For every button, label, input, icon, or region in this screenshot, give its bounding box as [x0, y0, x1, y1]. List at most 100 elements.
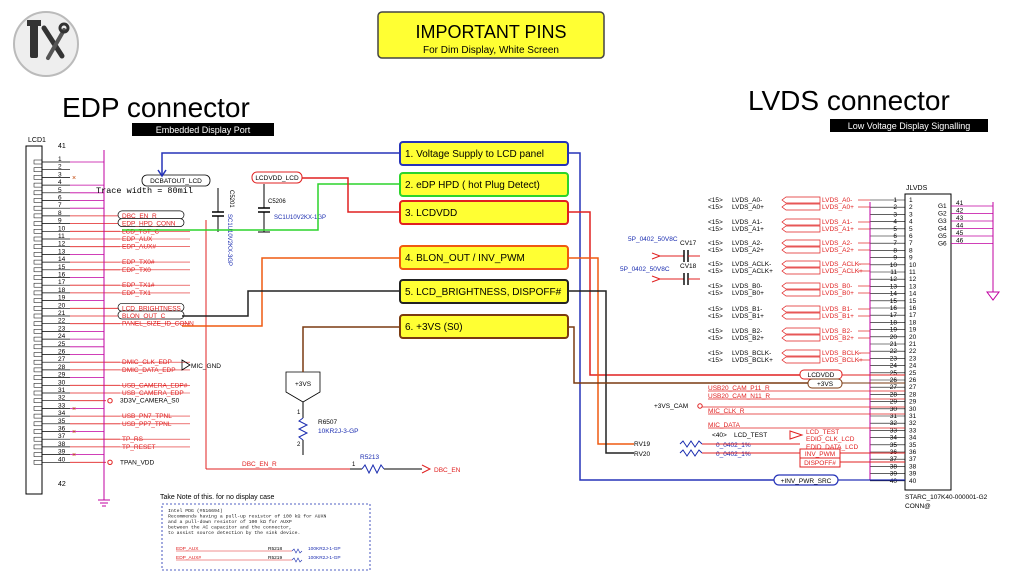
lvds-gpin-number: 41	[956, 200, 964, 207]
callout-label: 3. LCDVDD	[405, 208, 457, 219]
edp-pin-number: 20	[58, 302, 66, 309]
edp-pin-contact	[33, 205, 43, 211]
edp-connector-body	[25, 145, 43, 495]
lvds-pin-number-inner: 27	[909, 384, 917, 391]
lvds-signal-ref: <15>	[708, 357, 723, 364]
lvds-pin-number-inner: 21	[909, 341, 917, 348]
lvds-pin-number-outer: 1	[893, 197, 897, 204]
edp-pin-number: 11	[58, 233, 65, 240]
edp-pin-number: 32	[58, 395, 66, 402]
lvds-signal-ref: <15>	[708, 306, 723, 313]
lvds-ground-symbol	[986, 291, 1000, 301]
lvds-edid-clk: EDID_CLK_LCD	[806, 436, 855, 443]
lvds-3vs-cam: +3VS_CAM	[654, 403, 688, 410]
c5201-ref: C5201	[228, 190, 234, 208]
edp-pin-contact	[33, 190, 43, 196]
lvds-pin-number-outer: 19	[890, 327, 898, 334]
edp-signal-label: TP_RS	[122, 436, 144, 443]
lvds-lcd-test-arrow	[789, 430, 804, 440]
lvds-signal-name: LVDS_ACLK-	[732, 261, 771, 268]
lvds-signal-tag: LVDS_ACLK+	[822, 268, 863, 275]
cv18-capacitor	[651, 273, 700, 285]
lvds-pin-number-outer: 32	[890, 420, 898, 427]
callout-label: 5. LCD_BRIGHTNESS, DISPOFF#	[405, 287, 562, 298]
edp-pin-number: 24	[58, 333, 66, 340]
lvds-pin-number-inner: 38	[909, 463, 917, 470]
lvds-signal-tag: LVDS_A2+	[822, 247, 854, 254]
lvds-pin-number-inner: 17	[909, 312, 917, 319]
cv18-ref: CV18	[680, 263, 697, 270]
trace-note: Trace width = 80mil	[96, 186, 193, 196]
lvds-signal-tag: LVDS_A0-	[822, 197, 852, 204]
lvds-pin-number-outer: 6	[893, 233, 897, 240]
edp-pin-contact	[33, 175, 43, 180]
callout-6-wire	[302, 326, 808, 384]
lvds-conn: CONN@	[905, 503, 931, 510]
lvds-pin-number-outer: 25	[890, 370, 898, 377]
lvds-signal-tag-icon	[781, 282, 821, 290]
lvds-title: LVDS connector	[748, 85, 950, 116]
edp-pin-number: 28	[58, 364, 66, 371]
lvds-pin-number-outer: 26	[890, 377, 898, 384]
lvds-pin-number-outer: 14	[890, 291, 898, 298]
edp-pin-number: 1	[58, 156, 62, 163]
lvds-signal-ref: <15>	[708, 313, 723, 320]
lvds-signal-tag: LVDS_B1+	[822, 313, 854, 320]
edp-signal-label: DMIC_DATA_EDP	[122, 367, 176, 374]
edp-pin-contact	[33, 344, 43, 350]
edp-pin-number: 6	[58, 195, 62, 202]
edp-signal-label: EDP_HPD_CONN	[122, 221, 176, 228]
edp-pin-contact	[33, 367, 43, 373]
edp-pin-contact	[33, 359, 43, 365]
c5206-value: SC1U10V2KX-1GP	[274, 215, 326, 221]
lvds-pin-number-outer: 16	[890, 305, 898, 312]
lvds-gpin-number: 43	[956, 215, 964, 222]
edp-pin-contact	[33, 460, 43, 465]
lvds-gpin-label: G1	[938, 203, 947, 210]
edp-pin-contact	[33, 282, 43, 288]
lvds-signal-name: LVDS_B1+	[732, 313, 764, 320]
lvds-pin-number-inner: 13	[909, 283, 917, 290]
lvds-signal-name: LVDS_B0-	[732, 283, 762, 290]
edp-subtitle-bg	[132, 123, 274, 136]
lvds-mic-clk: MIC_CLK_R	[708, 408, 745, 415]
callout-1-wire	[161, 152, 774, 481]
lvds-signal-tag: LVDS_B0+	[822, 290, 854, 297]
edp-pin-number: 23	[58, 325, 66, 332]
c5201-value: SC1U10V2KX-3GP	[226, 214, 232, 266]
note-line: between the AC capacitor and the connect…	[168, 525, 292, 531]
no-connect-mark: ×	[72, 429, 76, 436]
edp-pin-number: 37	[58, 433, 66, 440]
lvds-signal-name: LVDS_BCLK-	[732, 350, 771, 357]
lvds-pin-number-inner: 5	[909, 226, 913, 233]
edp-pin-42: 42	[58, 481, 66, 488]
edp-pin-number: 9	[58, 218, 62, 225]
edp-pin-number: 10	[58, 225, 66, 232]
lvds-pin-number-inner: 39	[909, 471, 917, 478]
lvds-3vs-cam-dot	[697, 403, 703, 409]
lvds-pin-number-inner: 24	[909, 363, 917, 370]
lvds-signal-tag: LVDS_B0-	[822, 283, 852, 290]
dbc-en-label: DBC_EN	[434, 467, 461, 474]
rv19-ref: RV19	[634, 441, 651, 448]
lvds-signal-tag-icon	[781, 289, 821, 297]
mic-gnd-arrow	[181, 359, 191, 371]
lvds-signal-tag: LVDS_B2+	[822, 335, 854, 342]
lvds-signal-tag-icon	[781, 225, 821, 233]
edp-pin-number: 27	[58, 356, 66, 363]
lvds-signal-ref: <15>	[708, 261, 723, 268]
lvds-pin-number-inner: 28	[909, 391, 917, 398]
dispoff-label: DISPOFF#	[804, 460, 836, 467]
no-connect-mark: ×	[72, 175, 76, 182]
edp-pin-number: 4	[58, 179, 62, 186]
lvds-pin-number-outer: 10	[890, 262, 898, 269]
edp-pin-number: 14	[58, 256, 66, 263]
note-net: EDP_AUX	[176, 546, 199, 552]
lvds-signal-tag: LVDS_A0+	[822, 204, 854, 211]
edp-signals: DBC_EN_REDP_HPD_CONNLCD_TST_CEDP_AUXEDP_…	[70, 210, 194, 466]
lvds-pin-number-inner: 3	[909, 211, 913, 218]
lvds-signal-tag-icon	[781, 218, 821, 226]
lvds-signal-tag-icon	[781, 349, 821, 357]
lvds-pin-number-outer: 9	[893, 255, 897, 262]
